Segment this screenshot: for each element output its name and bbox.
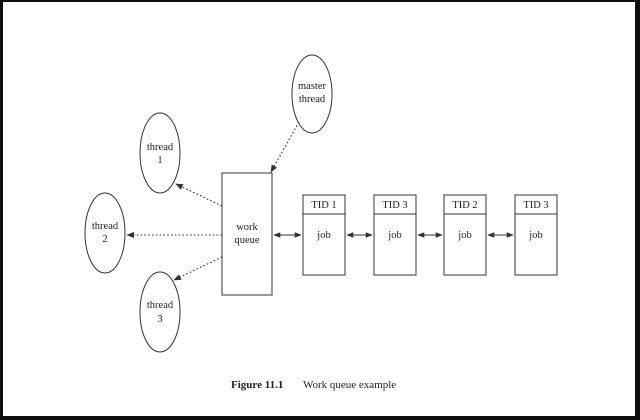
job-label: job xyxy=(316,230,330,241)
job-label: job xyxy=(528,230,542,241)
thread-2-label-2: 2 xyxy=(102,234,107,245)
work-queue-diagram: master thread thread 1 thread 2 thread 3… xyxy=(84,54,558,391)
thread-3-node xyxy=(139,271,181,353)
job-tid: TID 3 xyxy=(382,200,407,211)
master-thread-node xyxy=(291,54,333,134)
arrow-master-to-queue xyxy=(270,121,300,173)
arrow-queue-to-thread-1 xyxy=(175,183,223,207)
work-queue-label-1: work xyxy=(236,222,258,233)
arrow-queue-to-thread-3 xyxy=(173,256,223,281)
job-box xyxy=(302,194,346,276)
job-2: TID 3 job xyxy=(373,194,417,276)
job-tid: TID 2 xyxy=(452,200,477,211)
master-thread-label-2: thread xyxy=(299,94,326,105)
figure-caption: Work queue example xyxy=(303,379,396,391)
job-box xyxy=(373,194,417,276)
job-1: TID 1 job xyxy=(302,194,346,276)
work-queue-box xyxy=(221,172,273,296)
thread-3-label-1: thread xyxy=(147,300,174,311)
thread-1-label-2: 1 xyxy=(157,155,162,166)
thread-3-label-2: 3 xyxy=(157,314,162,325)
job-box xyxy=(443,194,487,276)
figure-number: Figure 11.1 xyxy=(231,379,283,391)
job-label: job xyxy=(387,230,401,241)
thread-1-node xyxy=(139,112,181,194)
job-box xyxy=(514,194,558,276)
thread-1-label-1: thread xyxy=(147,142,174,153)
work-queue-label-2: queue xyxy=(234,235,259,246)
thread-2-node xyxy=(84,192,126,274)
job-label: job xyxy=(457,230,471,241)
job-4: TID 3 job xyxy=(514,194,558,276)
job-tid: TID 1 xyxy=(311,200,336,211)
job-3: TID 2 job xyxy=(443,194,487,276)
job-tid: TID 3 xyxy=(523,200,548,211)
figure-page: master thread thread 1 thread 2 thread 3… xyxy=(3,2,635,416)
thread-2-label-1: thread xyxy=(92,221,119,232)
master-thread-label-1: master xyxy=(298,81,326,92)
